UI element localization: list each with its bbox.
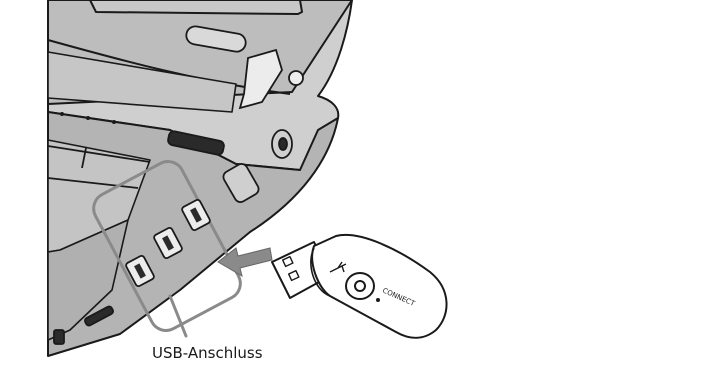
small-port — [54, 330, 64, 344]
led-dot-2 — [86, 116, 90, 120]
usb-port-callout-label: USB-Anschluss — [152, 344, 263, 362]
connect-led — [376, 298, 380, 302]
led-dot-3 — [112, 120, 116, 124]
usb-dongle — [272, 235, 447, 338]
hinge-area — [90, 0, 302, 14]
led-dot-1 — [60, 112, 64, 116]
power-button — [289, 71, 303, 85]
connect-button-inner — [355, 281, 365, 291]
laptop — [48, 0, 352, 356]
audio-jack-inner — [279, 138, 287, 150]
dongle-body — [312, 235, 446, 338]
